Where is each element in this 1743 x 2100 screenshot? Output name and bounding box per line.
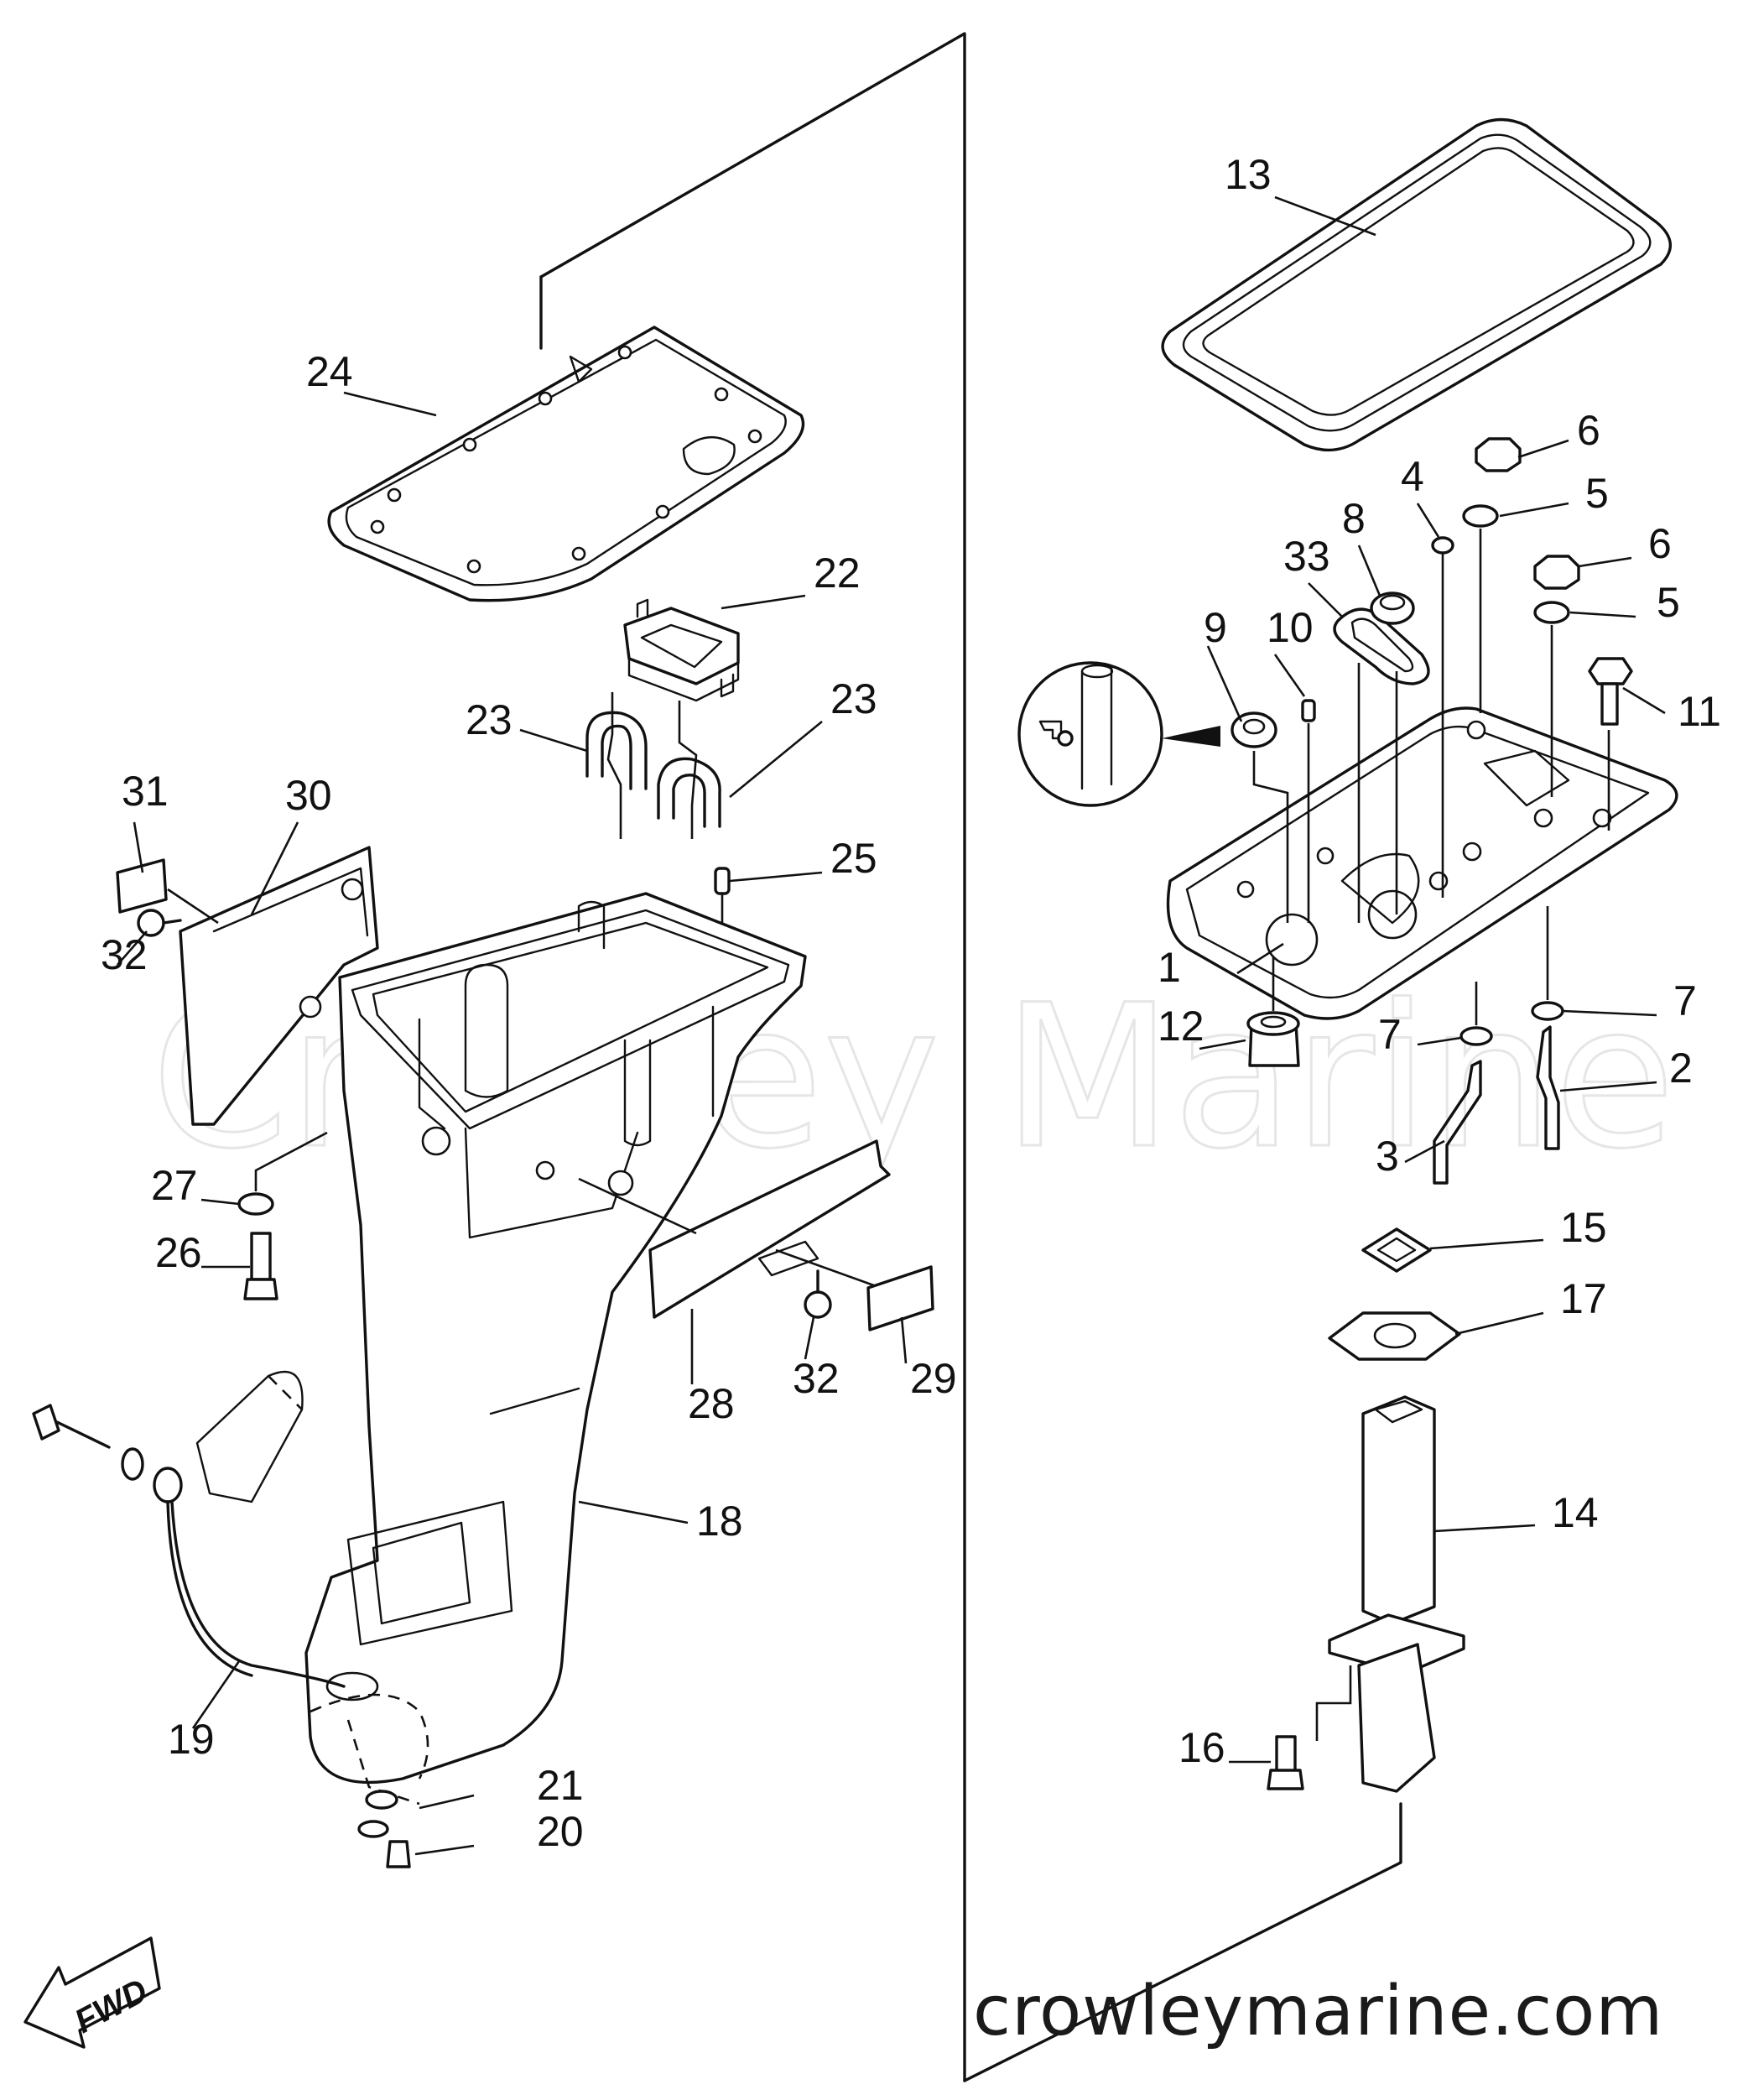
- leader-lines: [117, 391, 1440, 1729]
- part-17-gasket: [1328, 1311, 1544, 1361]
- part-2-3-pipes: [1404, 1025, 1657, 1185]
- callout-label-4: 4: [1401, 453, 1424, 500]
- callout-label-5a: 5: [1585, 470, 1609, 517]
- callout-label-2: 2: [1669, 1045, 1693, 1092]
- part-9-bushing: [1017, 661, 1316, 923]
- part-14-exhaust-guide: [1315, 1395, 1536, 1793]
- callout-label-29: 29: [910, 1355, 957, 1402]
- part-15-seal: [1361, 1227, 1544, 1273]
- part-32-screws: [137, 909, 832, 1319]
- part-5-6-nuts: [1462, 437, 1636, 797]
- callout-label-33: 33: [1283, 533, 1330, 580]
- part-12-grommet: [1199, 956, 1300, 1067]
- callout-label-17: 17: [1560, 1275, 1607, 1322]
- callout-label-24: 24: [306, 348, 353, 395]
- callout-label-30: 30: [285, 772, 332, 819]
- callout-label-14: 14: [1552, 1489, 1599, 1536]
- callout-label-12: 12: [1158, 1003, 1204, 1050]
- callout-label-8: 8: [1342, 495, 1366, 542]
- callout-label-27: 27: [151, 1162, 198, 1209]
- callout-label-23b: 23: [830, 675, 877, 722]
- callout-label-11: 11: [1678, 688, 1721, 735]
- assembly-boundary: [539, 32, 1402, 2082]
- site-url: crowleymarine.com: [973, 1972, 1664, 2051]
- part-26-27-bolt-washer: [237, 1131, 328, 1300]
- callout-label-22: 22: [814, 550, 861, 597]
- callout-label-32b: 32: [793, 1355, 840, 1402]
- callout-label-18: 18: [696, 1498, 743, 1545]
- callout-label-26: 26: [155, 1229, 202, 1276]
- part-23-hoses: [585, 692, 721, 839]
- callout-label-1: 1: [1158, 944, 1181, 991]
- part-22-adapter: [623, 598, 740, 702]
- part-18-upper-casing: [304, 892, 807, 1806]
- callout-label-6a: 6: [1577, 407, 1600, 454]
- part-33-grommet: [1333, 591, 1430, 923]
- callout-label-7a: 7: [1378, 1011, 1402, 1058]
- callout-label-5b: 5: [1657, 579, 1680, 626]
- callout-label-6b: 6: [1648, 520, 1672, 567]
- callout-label-31: 31: [122, 768, 169, 815]
- callout-label-25: 25: [830, 835, 877, 882]
- part-4-small: [1431, 536, 1454, 898]
- part-30-cover: [116, 846, 379, 1126]
- callout-label-10: 10: [1267, 604, 1314, 651]
- part-7-washers: [1417, 906, 1657, 1046]
- part-1-bottom-cowling: [1166, 706, 1678, 1020]
- part-13-seal: [1161, 117, 1673, 452]
- callout-label-7b: 7: [1673, 977, 1697, 1024]
- part-11-bolt: [1588, 657, 1666, 831]
- callout-label-19: 19: [168, 1716, 215, 1763]
- part-24-gasket: [327, 326, 805, 602]
- callout-label-16: 16: [1178, 1724, 1225, 1771]
- callout-label-3: 3: [1376, 1133, 1399, 1180]
- callout-label-13: 13: [1225, 151, 1272, 198]
- callout-label-20: 20: [537, 1808, 584, 1855]
- callout-label-9: 9: [1204, 604, 1227, 651]
- callout-label-15: 15: [1560, 1204, 1607, 1251]
- part-16-bolt: [1229, 1735, 1304, 1790]
- fwd-arrow: FWD: [23, 1936, 161, 2049]
- callout-label-28: 28: [688, 1380, 735, 1427]
- callout-label-32a: 32: [101, 931, 148, 978]
- part-19-cable: [32, 1370, 475, 1868]
- callout-label-21: 21: [537, 1762, 584, 1809]
- callout-label-23a: 23: [466, 696, 512, 743]
- part-28-cover: [578, 1139, 934, 1331]
